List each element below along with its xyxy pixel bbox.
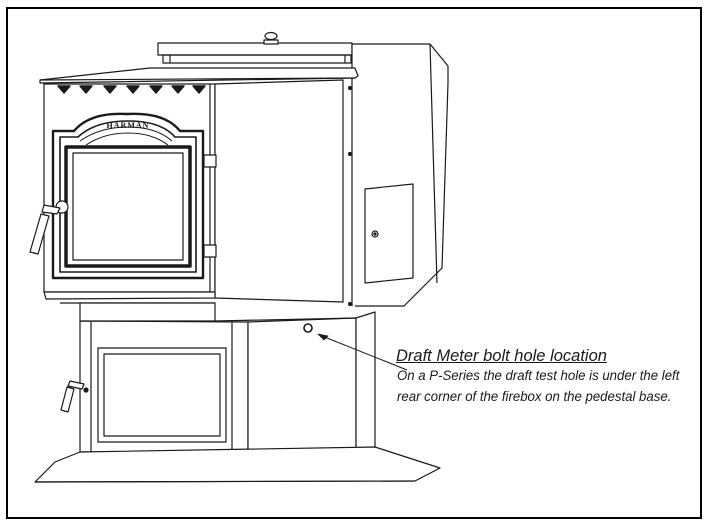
firebox-door <box>29 112 217 280</box>
top-surface <box>39 67 359 84</box>
ash-ledge <box>43 291 216 304</box>
callout-body: On a P-Series the draft test hole is und… <box>397 368 680 405</box>
draft-test-hole <box>303 323 313 333</box>
pedestal-base <box>34 302 441 483</box>
hopper-lid <box>157 31 353 64</box>
door-handle <box>29 200 69 255</box>
callout-title: Draft Meter bolt hole location <box>396 347 607 365</box>
top-louvers <box>57 85 206 94</box>
side-access-panel <box>364 183 414 284</box>
callout-leader <box>317 333 408 371</box>
callout-text: Draft Meter bolt hole location On a P-Se… <box>396 346 697 407</box>
brand-plate: HARMAN <box>107 121 150 130</box>
